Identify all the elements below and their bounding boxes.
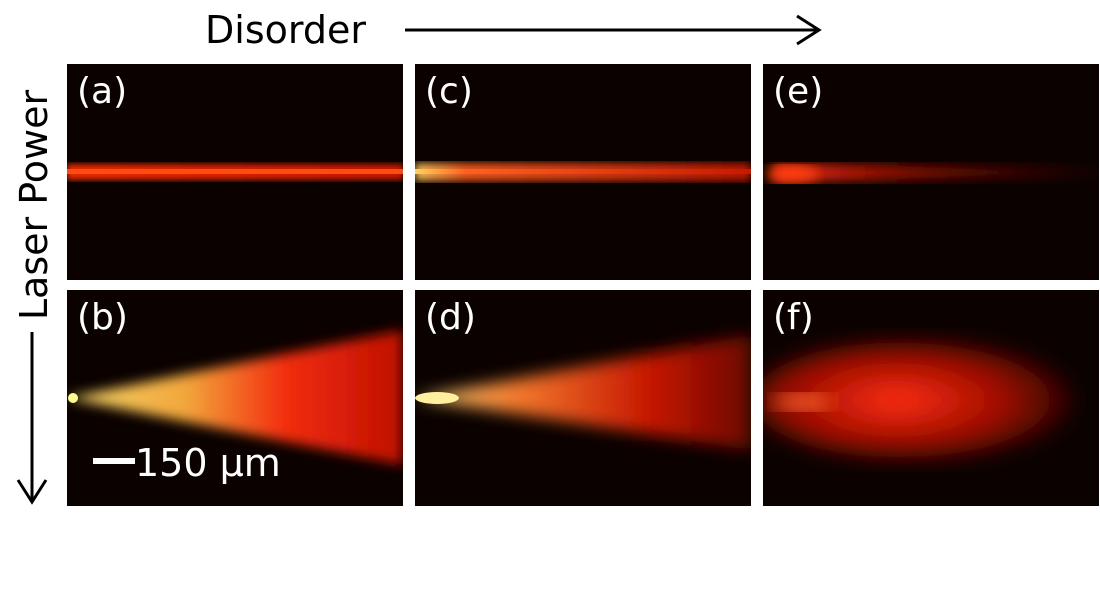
- panel-e-label: (e): [773, 71, 824, 112]
- panel-e-image: [767, 164, 1099, 182]
- panel-a: (a): [67, 64, 403, 280]
- panel-f-image: [763, 340, 1073, 460]
- panel-b-label: (b): [77, 297, 128, 338]
- panel-f: (f): [763, 290, 1099, 506]
- panel-b-image: [67, 330, 403, 465]
- panel-d-label: (d): [425, 297, 476, 338]
- y-axis-arrow-icon: [16, 332, 48, 505]
- panel-c: (c): [415, 64, 751, 280]
- panel-d-image: [415, 335, 751, 450]
- y-axis-label: Laser Power: [12, 89, 56, 321]
- panel-d: (d): [415, 290, 751, 506]
- panel-a-image: [67, 164, 403, 180]
- y-axis-label-wrap: Laser Power: [4, 80, 64, 330]
- x-axis-arrow-icon: [405, 14, 822, 46]
- panel-e: (e): [763, 64, 1099, 280]
- panel-b: (b) 150 µm: [67, 290, 403, 506]
- panel-c-image: [415, 163, 751, 181]
- panel-f-label: (f): [773, 297, 814, 338]
- x-axis-label: Disorder: [205, 8, 366, 52]
- scale-bar: [93, 458, 135, 464]
- panel-a-label: (a): [77, 71, 128, 112]
- panel-c-label: (c): [425, 71, 473, 112]
- scale-bar-label: 150 µm: [135, 441, 281, 485]
